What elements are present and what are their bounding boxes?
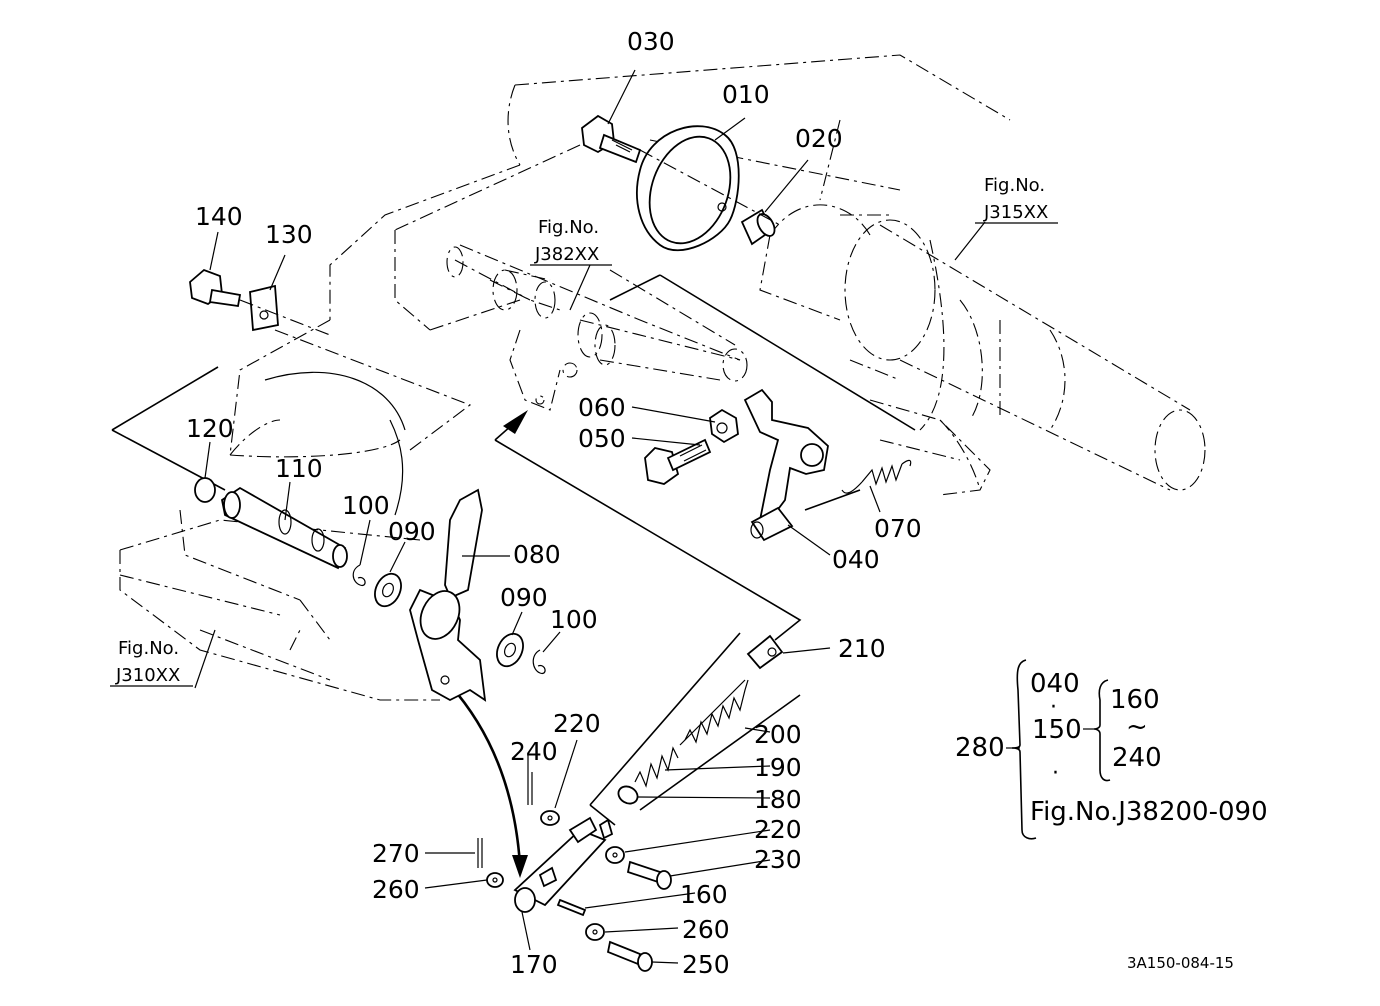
flange-010 (636, 125, 740, 251)
callout-270: 270 (372, 839, 420, 868)
callout-100a: 100 (342, 491, 390, 520)
rod-end-210 (746, 634, 784, 670)
nut-060 (709, 408, 739, 444)
shaft-assembly-phantom (759, 204, 1206, 491)
callout-170: 170 (510, 950, 558, 979)
callout-090a: 090 (388, 517, 436, 546)
clip-100b (532, 649, 546, 675)
bolt-140 (189, 268, 242, 308)
group-right-bottom: 240 (1112, 743, 1162, 773)
callout-120: 120 (186, 414, 234, 443)
leader-lines (194, 69, 986, 964)
pin-240 (527, 772, 533, 805)
callout-labels: 030 010 020 140 130 060 050 120 110 100 … (186, 27, 922, 979)
group-left-top: 040 (1030, 669, 1080, 699)
housing-phantom (119, 54, 1011, 701)
washer-220b (605, 846, 625, 864)
callout-100b: 100 (550, 605, 598, 634)
group-left-mid: 150 (1032, 715, 1082, 745)
svg-text:~: ~ (1126, 712, 1148, 742)
clevis-170 (513, 816, 614, 913)
spring-070 (841, 459, 912, 494)
spring-190 (634, 746, 679, 788)
pin-160 (556, 898, 587, 917)
o-ring-120 (194, 477, 216, 503)
callout-040: 040 (832, 545, 880, 574)
callout-050: 050 (578, 424, 626, 453)
svg-text:J382XX: J382XX (534, 244, 599, 265)
drawing-code: 3A150-084-15 (1127, 954, 1234, 972)
plate-130 (249, 284, 279, 332)
callout-220a: 220 (553, 709, 601, 738)
figure-ref-j382: Fig.No. J382XX (530, 217, 612, 266)
bushing-020 (740, 208, 776, 246)
figure-ref-j315: Fig.No. J315XX (975, 175, 1058, 224)
pin-250 (606, 940, 653, 972)
callout-140: 140 (195, 202, 243, 231)
figure-ref-j310: Fig.No. J310XX (110, 638, 193, 687)
callout-130: 130 (265, 220, 313, 249)
curved-arrow (449, 684, 528, 878)
svg-text:Fig.No.: Fig.No. (118, 638, 179, 659)
shaft-110 (220, 486, 348, 570)
washer-090a (374, 572, 402, 608)
washer-180 (617, 785, 639, 805)
assembly-group-legend: 280 040 · 150 · 160 ~ 240 Fig.No.J38200-… (955, 659, 1268, 840)
group-main-number: 280 (955, 733, 1005, 763)
callout-220b: 220 (754, 815, 802, 844)
svg-text:·: · (1052, 761, 1059, 786)
lever-040 (743, 388, 829, 542)
washer-220a (540, 810, 560, 826)
assembly-arrow (494, 410, 528, 441)
pin-230 (626, 860, 672, 890)
spring-200 (679, 679, 749, 746)
lever-080 (409, 488, 487, 702)
callout-010: 010 (722, 80, 770, 109)
svg-text:Fig.No.: Fig.No. (538, 217, 599, 238)
callout-020: 020 (795, 124, 843, 153)
callout-240: 240 (510, 737, 558, 766)
callout-110: 110 (275, 454, 323, 483)
assembly-frame-lines (111, 274, 916, 826)
group-right-top: 160 (1110, 685, 1160, 715)
callout-250: 250 (682, 950, 730, 979)
callout-230: 230 (754, 845, 802, 874)
callout-260b: 260 (682, 915, 730, 944)
callout-160: 160 (680, 880, 728, 909)
callout-200: 200 (754, 720, 802, 749)
group-fig-ref: Fig.No.J38200-090 (1030, 797, 1268, 827)
washer-260b (585, 923, 605, 941)
svg-text:Fig.No.: Fig.No. (984, 175, 1045, 196)
svg-text:·: · (1050, 695, 1057, 720)
bolt-030 (581, 114, 642, 164)
callout-070: 070 (874, 514, 922, 543)
svg-text:J310XX: J310XX (115, 665, 180, 686)
callout-060: 060 (578, 393, 626, 422)
clip-100a (352, 564, 366, 587)
callout-030: 030 (627, 27, 675, 56)
callout-090b: 090 (500, 583, 548, 612)
lever-assembly-phantom (446, 246, 748, 411)
callout-190: 190 (754, 753, 802, 782)
washer-260a (486, 872, 504, 888)
callout-260a: 260 (372, 875, 420, 904)
callout-080: 080 (513, 540, 561, 569)
bolt-050 (644, 438, 712, 485)
callout-180: 180 (754, 785, 802, 814)
svg-text:J315XX: J315XX (983, 202, 1048, 223)
pin-270 (477, 838, 483, 868)
washer-090b (496, 632, 524, 668)
callout-210: 210 (838, 634, 886, 663)
